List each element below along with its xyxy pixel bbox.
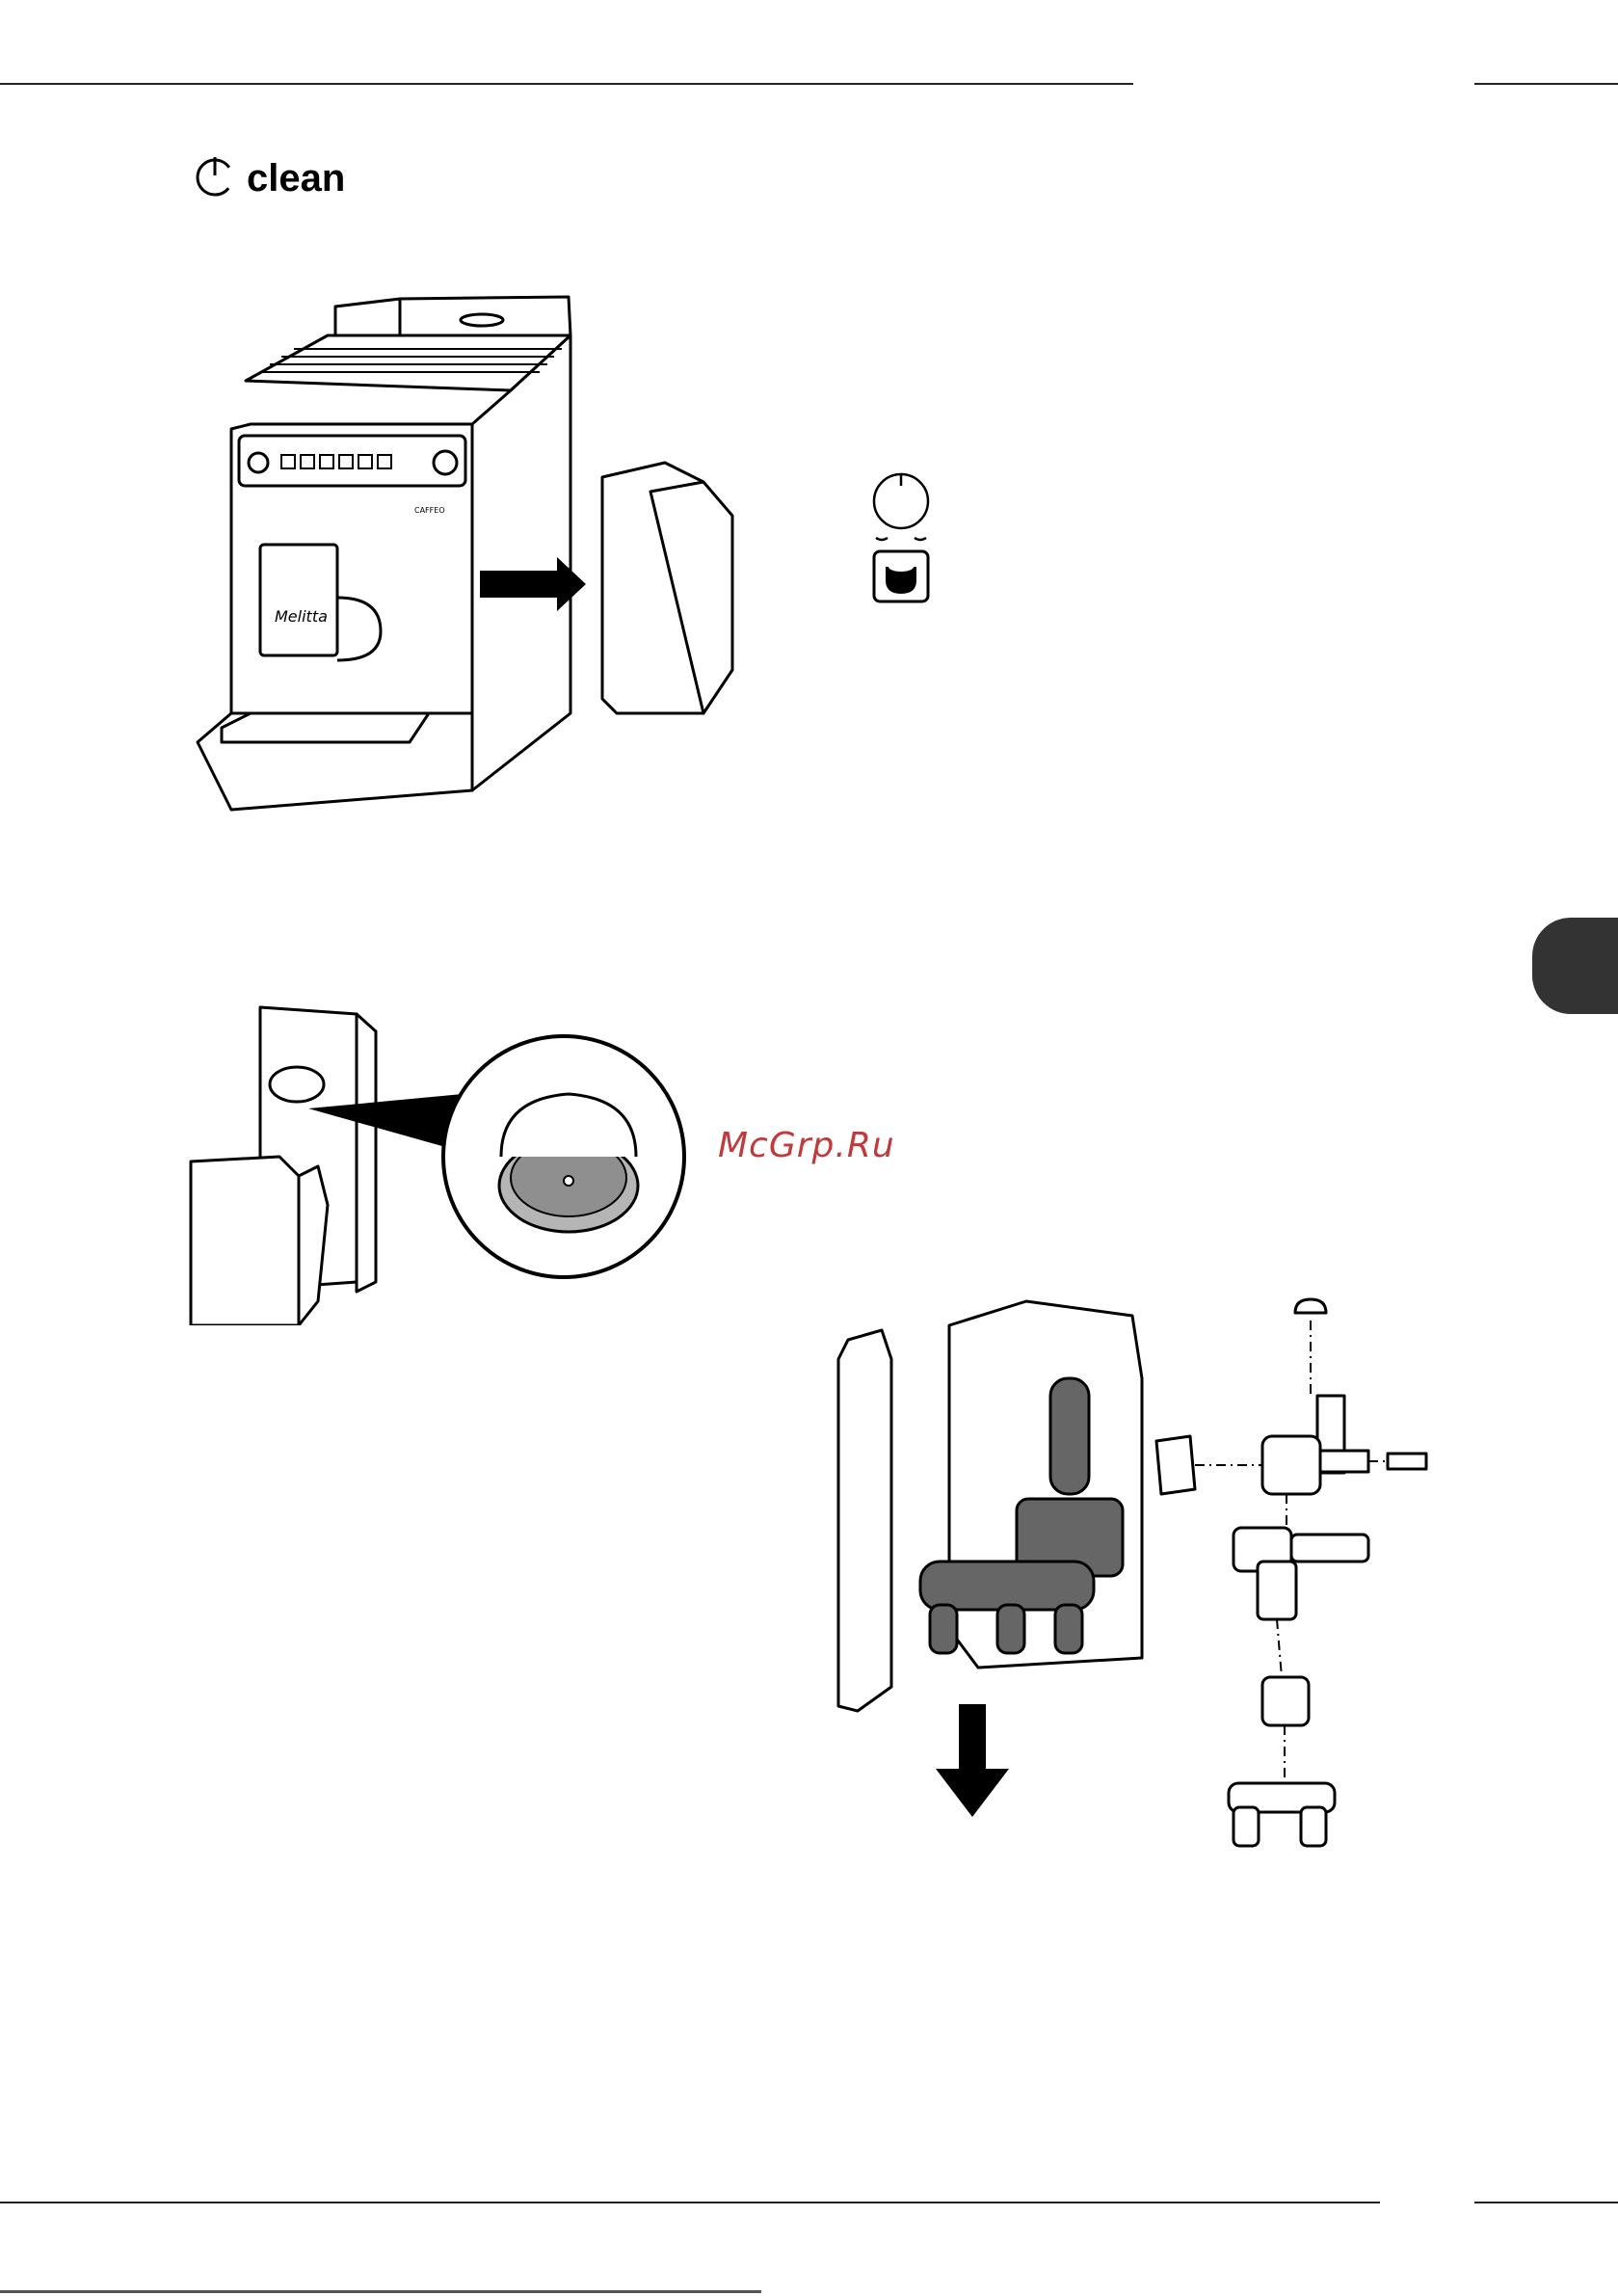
machine-brew-unit-illustration: Melitta CAFFEO	[193, 289, 771, 819]
power-icon	[193, 154, 237, 203]
section-heading: clean	[193, 154, 345, 203]
sieve-detail-circle	[443, 1036, 684, 1277]
pull-down-arrow-icon	[936, 1704, 1009, 1817]
footer-rule	[0, 2290, 761, 2293]
bottom-rule-left	[0, 2202, 1380, 2203]
top-rule-right	[1474, 83, 1618, 85]
watermark-text: McGrp.Ru	[718, 1126, 895, 1165]
bottom-rule-right	[1474, 2202, 1618, 2203]
program-icons	[862, 470, 940, 605]
dispenser-exploded-illustration	[824, 1282, 1450, 1860]
section-tab	[1532, 918, 1618, 1014]
brew-unit-sieve-illustration	[183, 993, 723, 1325]
model-label: CAFFEO	[414, 506, 445, 515]
top-rule-left	[0, 83, 1133, 85]
brand-logo: Melitta	[275, 607, 328, 626]
heading-text: clean	[247, 157, 345, 200]
rotary-dial-icon	[874, 474, 928, 540]
cup-program-icon	[874, 551, 928, 601]
